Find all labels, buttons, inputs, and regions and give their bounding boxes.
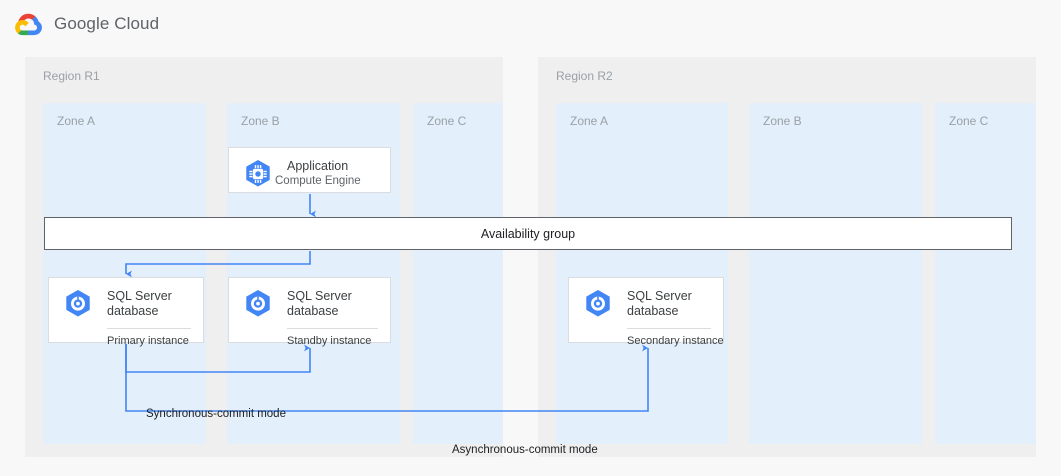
zone-r2-b-label: Zone B xyxy=(763,114,802,128)
architecture-diagram: Region R1 Zone A Zone B Zone C Region R2… xyxy=(0,48,1061,476)
primary-db-title-line2: database xyxy=(107,304,159,318)
secondary-db-title-line2: database xyxy=(627,304,679,318)
page-header: Google Cloud xyxy=(0,0,1061,48)
zone-r1-b-label: Zone B xyxy=(241,114,280,128)
secondary-db-footer: Secondary instance xyxy=(627,335,724,347)
region-r1-label: Region R1 xyxy=(43,69,100,83)
primary-db-title-line1: SQL Server xyxy=(107,289,172,303)
standby-db-footer: Standby instance xyxy=(287,335,372,347)
region-r2: Region R2 Zone A Zone B Zone C xyxy=(538,57,1036,457)
application-subtitle: Compute Engine xyxy=(275,175,361,187)
standby-db-divider xyxy=(287,328,378,329)
primary-db-divider xyxy=(107,328,191,329)
standby-db-text: SQL Server database xyxy=(275,289,352,319)
google-cloud-logo-icon xyxy=(15,13,42,36)
edge-label-synchronous-commit: Synchronous-commit mode xyxy=(146,408,286,420)
availability-group-bar: Availability group xyxy=(44,217,1012,250)
standby-db-row: SQL Server database xyxy=(229,278,390,328)
node-secondary-database[interactable]: SQL Server database Secondary instance xyxy=(568,277,724,347)
zone-r2-a: Zone A xyxy=(556,103,728,444)
sql-server-database-icon xyxy=(66,290,90,317)
secondary-db-text: SQL Server database xyxy=(615,289,692,319)
sql-server-database-icon xyxy=(246,290,270,317)
node-standby-database[interactable]: SQL Server database Standby instance xyxy=(228,277,391,347)
secondary-db-title-line1: SQL Server xyxy=(627,289,692,303)
zone-r2-b: Zone B xyxy=(749,103,922,444)
secondary-db-divider xyxy=(627,328,711,329)
region-r1: Region R1 Zone A Zone B Zone C xyxy=(25,57,503,457)
standby-db-title-line1: SQL Server xyxy=(287,289,352,303)
brand-primary: Google xyxy=(54,14,110,33)
zone-r1-c-label: Zone C xyxy=(427,114,467,128)
standby-db-title-line2: database xyxy=(287,304,339,318)
primary-db-footer: Primary instance xyxy=(107,335,189,347)
secondary-db-row: SQL Server database xyxy=(569,278,723,328)
zone-r1-a-label: Zone A xyxy=(57,114,96,128)
compute-engine-icon xyxy=(246,160,270,187)
zone-r2-c-label: Zone C xyxy=(949,114,989,128)
zone-r2-c: Zone C xyxy=(935,103,1036,444)
zone-r2-a-label: Zone A xyxy=(570,114,609,128)
application-row: Application Compute Engine xyxy=(229,148,390,198)
primary-db-row: SQL Server database xyxy=(49,278,203,328)
application-title: Application xyxy=(287,159,349,173)
region-r2-label: Region R2 xyxy=(556,69,613,83)
zone-r1-a: Zone A xyxy=(43,103,206,444)
node-application[interactable]: Application Compute Engine xyxy=(228,147,391,193)
brand-title: Google Cloud xyxy=(54,14,159,34)
application-text: Application Compute Engine xyxy=(275,159,361,189)
primary-db-text: SQL Server database xyxy=(95,289,172,319)
zone-r1-c: Zone C xyxy=(413,103,503,444)
edge-label-asynchronous-commit: Asynchronous-commit mode xyxy=(452,444,598,456)
availability-group-label: Availability group xyxy=(480,226,576,241)
brand-secondary: Cloud xyxy=(114,14,160,33)
sql-server-database-icon xyxy=(586,290,610,317)
node-primary-database[interactable]: SQL Server database Primary instance xyxy=(48,277,204,347)
